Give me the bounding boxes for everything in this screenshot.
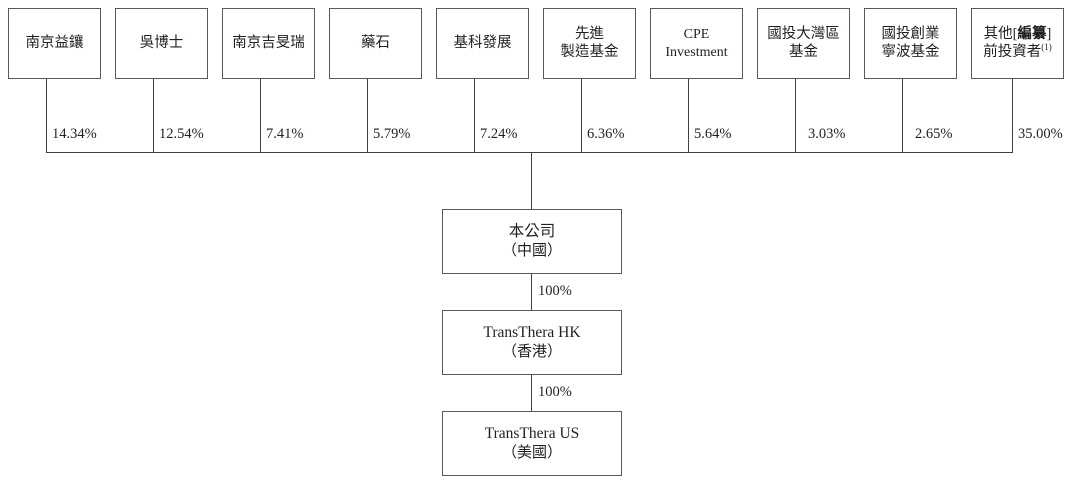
shareholder-box-dr-wu: 吳博士	[115, 8, 208, 79]
shareholder-label-line-2: 寧波基金	[881, 43, 940, 60]
shareholder-box-yaoshi: 藥石	[329, 8, 422, 79]
percent-label-guotou-ningbo: 2.65%	[915, 126, 953, 142]
percent-label-dr-wu: 12.54%	[159, 126, 204, 142]
percent-label-other-investors: 35.00%	[1018, 126, 1063, 142]
shareholder-label-line-2: 製造基金	[560, 43, 619, 60]
other-investors-bold-segment: 編纂	[1017, 25, 1047, 42]
shareholder-label-line-1: 國投大灣區	[767, 25, 840, 42]
connector-horizontal-bus	[46, 152, 1013, 154]
shareholder-label-line-2: 前投資者(1)	[983, 41, 1052, 62]
shareholder-box-xianjin-fund: 先進 製造基金	[543, 8, 636, 79]
connector-drop-nanjing-yixiang	[46, 79, 48, 153]
footnote-marker: (1)	[1041, 41, 1052, 52]
shareholder-label-line-1: 其他[編纂]	[984, 26, 1052, 44]
connector-drop-guotou-ningbo	[902, 79, 904, 153]
entity-name: TransThera US	[484, 424, 580, 442]
percent-label-nanjing-jimanrui: 7.41%	[266, 126, 304, 142]
entity-box-transthera-us: TransThera US （美國）	[442, 411, 622, 476]
entity-name: TransThera HK	[483, 323, 581, 341]
connector-drop-yaoshi	[367, 79, 369, 153]
shareholder-label-line-1: 國投創業	[881, 25, 940, 42]
shareholder-label-line-1: 南京吉旻瑞	[232, 34, 305, 51]
shareholder-box-cpe-investment: CPE Investment	[650, 8, 743, 79]
connector-drop-guotou-bayarea	[795, 79, 797, 153]
shareholder-box-nanjing-jimanrui: 南京吉旻瑞	[222, 8, 315, 79]
shareholder-box-guotou-ningbo: 國投創業 寧波基金	[864, 8, 957, 79]
entity-jurisdiction: （香港）	[501, 343, 562, 360]
entity-jurisdiction: （中國）	[501, 242, 562, 259]
percent-label-cpe-investment: 5.64%	[694, 126, 732, 142]
other-investors-suffix: ]	[1046, 25, 1052, 42]
shareholder-label-line-1: 吳博士	[139, 34, 184, 51]
percent-label-jike-fazhan: 7.24%	[480, 126, 518, 142]
connector-drop-jike-fazhan	[474, 79, 476, 153]
shareholder-box-guotou-bayarea: 國投大灣區 基金	[757, 8, 850, 79]
shareholder-label-line-1: 南京益鑲	[25, 34, 84, 51]
other-investors-line2-text: 前投資者	[983, 43, 1042, 60]
shareholder-box-nanjing-yixiang: 南京益鑲	[8, 8, 101, 79]
shareholder-label-line-2: Investment	[665, 44, 728, 60]
percent-label-hk-to-us: 100%	[538, 384, 572, 400]
connector-company-to-hk	[531, 274, 533, 310]
percent-label-guotou-bayarea: 3.03%	[808, 126, 846, 142]
connector-drop-dr-wu	[153, 79, 155, 153]
entity-jurisdiction: （美國）	[501, 444, 562, 461]
connector-hk-to-us	[531, 375, 533, 411]
entity-box-company: 本公司 （中國）	[442, 209, 622, 274]
shareholder-label-line-2: 基金	[789, 43, 818, 60]
connector-drop-cpe-investment	[688, 79, 690, 153]
shareholder-label-line-1: 藥石	[361, 34, 390, 51]
entity-name: 本公司	[508, 222, 556, 240]
connector-bus-to-company	[531, 152, 533, 209]
shareholder-label-line-1: CPE	[683, 27, 710, 43]
shareholder-label-line-1: 基科發展	[453, 34, 512, 51]
percent-label-company-to-hk: 100%	[538, 283, 572, 299]
other-investors-prefix: 其他[	[983, 25, 1018, 42]
percent-label-xianjin-fund: 6.36%	[587, 126, 625, 142]
connector-drop-nanjing-jimanrui	[260, 79, 262, 153]
shareholder-label-line-1: 先進	[575, 25, 604, 42]
entity-box-transthera-hk: TransThera HK （香港）	[442, 310, 622, 375]
connector-drop-other-investors	[1012, 79, 1014, 153]
shareholder-box-jike-fazhan: 基科發展	[436, 8, 529, 79]
connector-drop-xianjin-fund	[581, 79, 583, 153]
percent-label-yaoshi: 5.79%	[373, 126, 411, 142]
percent-label-nanjing-yixiang: 14.34%	[52, 126, 97, 142]
shareholder-box-other-investors: 其他[編纂] 前投資者(1)	[971, 8, 1064, 79]
